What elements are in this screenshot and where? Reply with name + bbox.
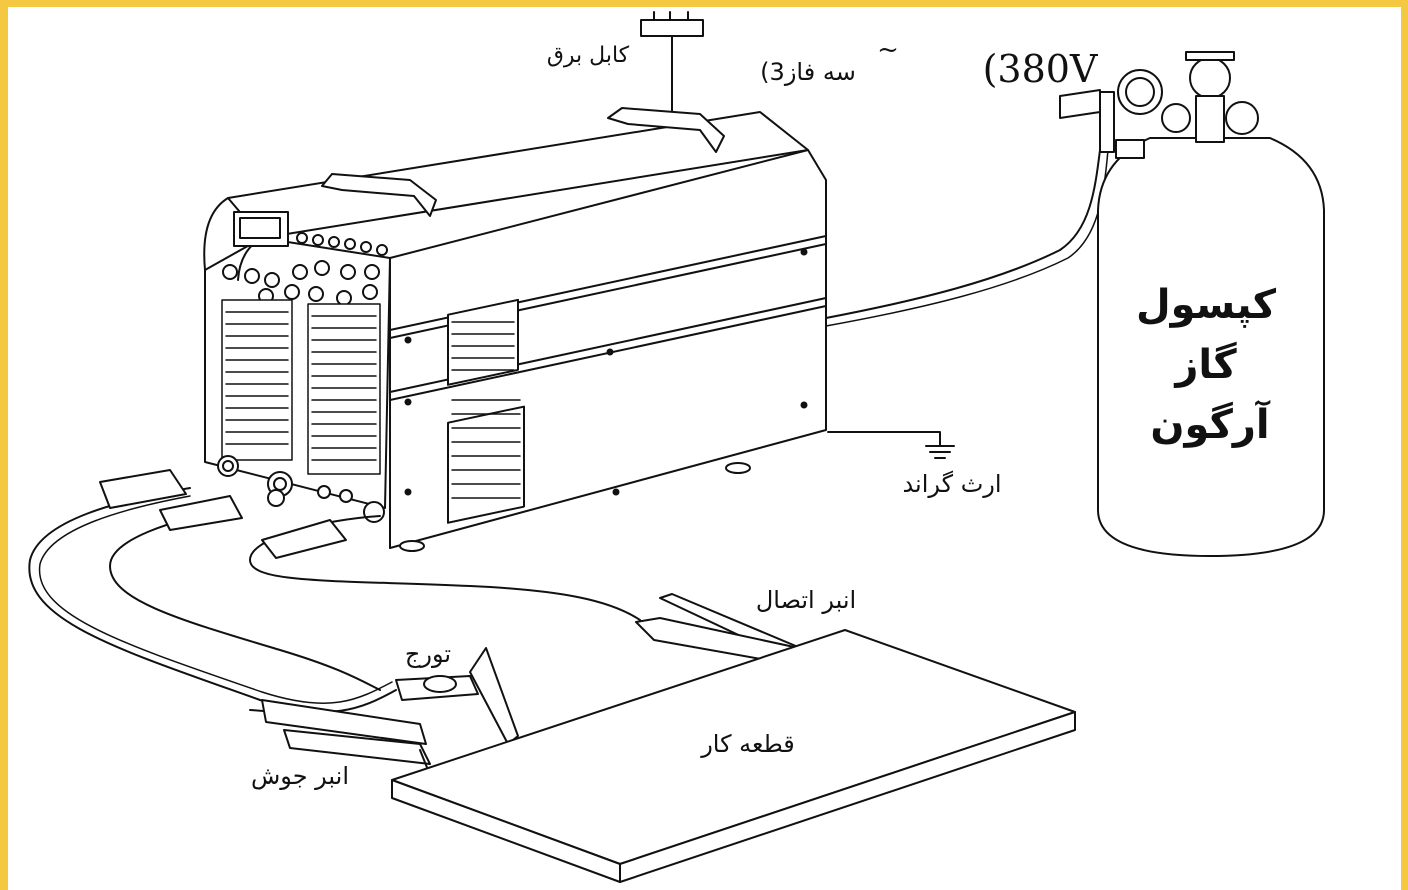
electrode-holder [109, 495, 437, 791]
three-phase-label: سه فاز3) [760, 58, 856, 86]
cylinder-label-line2: گاز [1173, 341, 1237, 388]
power-plug-icon [640, 11, 704, 113]
ground-symbol-icon [827, 431, 955, 459]
torch-label: تورج [405, 640, 451, 668]
electrode-holder-label: انبر جوش [251, 762, 349, 790]
ground-label: ارث گراند [902, 470, 1001, 498]
cylinder-label-line1: کپسول [1136, 282, 1277, 328]
welding-machine [203, 111, 827, 552]
ground-clamp [249, 515, 811, 667]
carry-handles [321, 107, 725, 217]
ac-symbol: ~ [877, 35, 899, 65]
cylinder-label-line3: آرگون [1150, 399, 1271, 448]
workpiece-label: قطعه کار [700, 730, 795, 758]
power-cable-label: کابل برق [547, 43, 630, 68]
argon-gas-cylinder [1059, 51, 1325, 557]
voltage-label: (380V [983, 47, 1098, 91]
gas-hose [825, 149, 1101, 319]
work-clamp-label: انبر اتصال [756, 586, 856, 614]
workpiece-plate [391, 629, 1076, 883]
